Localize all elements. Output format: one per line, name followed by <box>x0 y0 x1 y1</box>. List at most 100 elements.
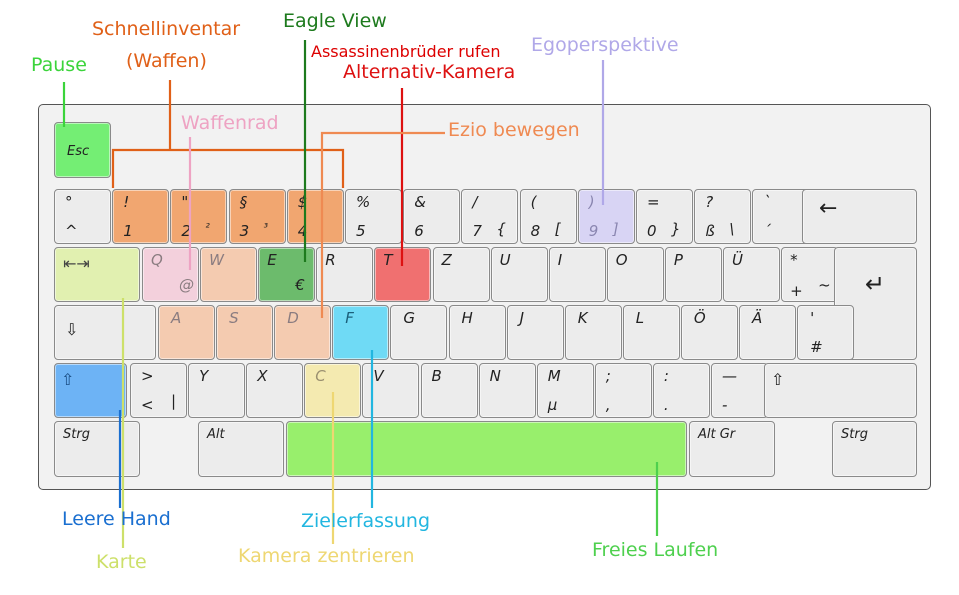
key-legend: Alt <box>207 427 225 442</box>
key-row3-9: L <box>622 305 680 360</box>
key-row1-11: =0} <box>636 189 693 244</box>
key-legend: ` <box>763 193 771 211</box>
label-waffenrad: Waffenrad <box>181 112 279 134</box>
key-row1-5: $4 <box>286 189 344 244</box>
key-legend: 6 <box>414 222 424 240</box>
key-legend: ( <box>530 193 537 211</box>
key-legend: } <box>671 220 681 238</box>
label-karte: Karte <box>96 551 147 573</box>
key-row4-1: > < | <box>130 363 187 418</box>
key-backspace: ← <box>802 189 917 244</box>
key-row4-10: :. <box>652 363 710 418</box>
label-egoperspektive: Egoperspektive <box>531 34 679 56</box>
key-row2-7: U <box>490 247 548 302</box>
key-row4-11: —- <box>711 363 768 418</box>
key-legend: 9 <box>588 222 599 240</box>
label-freies-laufen: Freies Laufen <box>592 539 719 561</box>
key-legend: / <box>472 193 478 211</box>
key-legend: Q <box>151 251 163 269</box>
key-legend: ⇧ <box>61 370 75 389</box>
key-legend: T <box>383 251 393 269</box>
key-legend: G <box>403 309 416 327</box>
key-legend: ? <box>705 193 714 211</box>
label-leere-hand: Leere Hand <box>62 508 171 530</box>
key-row4-6: B <box>420 363 478 418</box>
key-row1-1: °^ <box>54 189 111 244</box>
key-row3-12: '# <box>797 305 855 360</box>
label-alternativ-kamera: Alternativ-Kamera <box>343 61 516 83</box>
key-legend: \ <box>729 220 735 238</box>
key-row3-4: F <box>332 305 390 360</box>
key-legend: Y <box>199 367 209 385</box>
key-legend: — <box>722 367 737 385</box>
key-legend: ⇩ <box>65 320 79 339</box>
key-legend: 2 <box>181 222 191 240</box>
key-legend: ; <box>605 367 611 385</box>
key-row4-3: X <box>246 363 304 418</box>
key-legend: = <box>647 193 660 211</box>
key-legend: K <box>577 309 588 327</box>
key-legend: [ <box>554 220 561 238</box>
key-row4-2: Y <box>188 363 246 418</box>
key-legend: % <box>356 193 371 211</box>
key-legend: ! <box>123 193 130 211</box>
key-legend: Ö <box>693 309 706 327</box>
key-row1-12: ? ß \ <box>694 189 752 244</box>
key-legend: R <box>325 251 336 269</box>
key-legend: - <box>722 396 728 414</box>
key-legend: # <box>810 338 823 356</box>
key-legend: N <box>489 367 501 385</box>
key-legend: * <box>790 251 798 269</box>
key-legend: $ <box>297 193 308 211</box>
key-legend: < <box>141 396 154 414</box>
key-legend: A <box>171 309 182 327</box>
key-legend: & <box>414 193 426 211</box>
key-legend: 3 <box>239 222 250 240</box>
key-legend: Z <box>441 251 452 269</box>
key-row3-1: A <box>158 305 215 360</box>
key-row3-5: G <box>390 305 448 360</box>
key-legend: Ä <box>752 309 763 327</box>
key-legend: > <box>141 367 154 385</box>
key-row1-9: (8[ <box>519 189 577 244</box>
key-legend: L <box>635 309 645 327</box>
key-legend: + <box>790 282 803 300</box>
label-schnellinventar-2: (Waffen) <box>126 50 207 72</box>
key-row2-1: Q@ <box>142 247 199 302</box>
key-row1-10: )9] <box>577 189 635 244</box>
key-legend: ~ <box>818 276 831 294</box>
key-row2-4: R <box>316 247 374 302</box>
key-row1-7: &6 <box>403 189 461 244</box>
key-row4-9: ;, <box>594 363 652 418</box>
key-alt: Alt <box>198 421 284 477</box>
key-legend: C <box>315 367 326 385</box>
key-legend: H <box>461 309 473 327</box>
key-legend: @ <box>179 276 194 294</box>
key-strg-right: Strg <box>832 421 917 477</box>
key-legend: . <box>663 396 669 414</box>
key-legend: Esc <box>67 144 90 159</box>
key-legend: V <box>373 367 384 385</box>
label-zielerfassung: Zielerfassung <box>301 510 431 532</box>
key-row2-12: * + ~ <box>781 247 839 302</box>
key-row2-5: T <box>374 247 432 302</box>
key-legend: { <box>496 220 506 238</box>
key-esc: Esc <box>54 122 111 178</box>
key-row3-11: Ä <box>739 305 796 360</box>
key-legend: ' <box>810 309 815 327</box>
key-right-shift: ⇧ <box>764 363 917 418</box>
label-kamera-zentrieren: Kamera zentrieren <box>238 545 415 567</box>
key-row2-10: P <box>664 247 722 302</box>
key-legend: O <box>615 251 628 269</box>
key-legend: ß <box>705 222 715 240</box>
key-legend: Strg <box>63 427 90 442</box>
key-legend: 4 <box>297 222 308 240</box>
key-legend: § <box>239 193 248 211</box>
key-legend: | <box>171 392 177 410</box>
key-legend: I <box>557 251 563 269</box>
key-legend: X <box>257 367 268 385</box>
key-legend: 7 <box>472 222 482 240</box>
key-legend: E <box>267 251 277 269</box>
